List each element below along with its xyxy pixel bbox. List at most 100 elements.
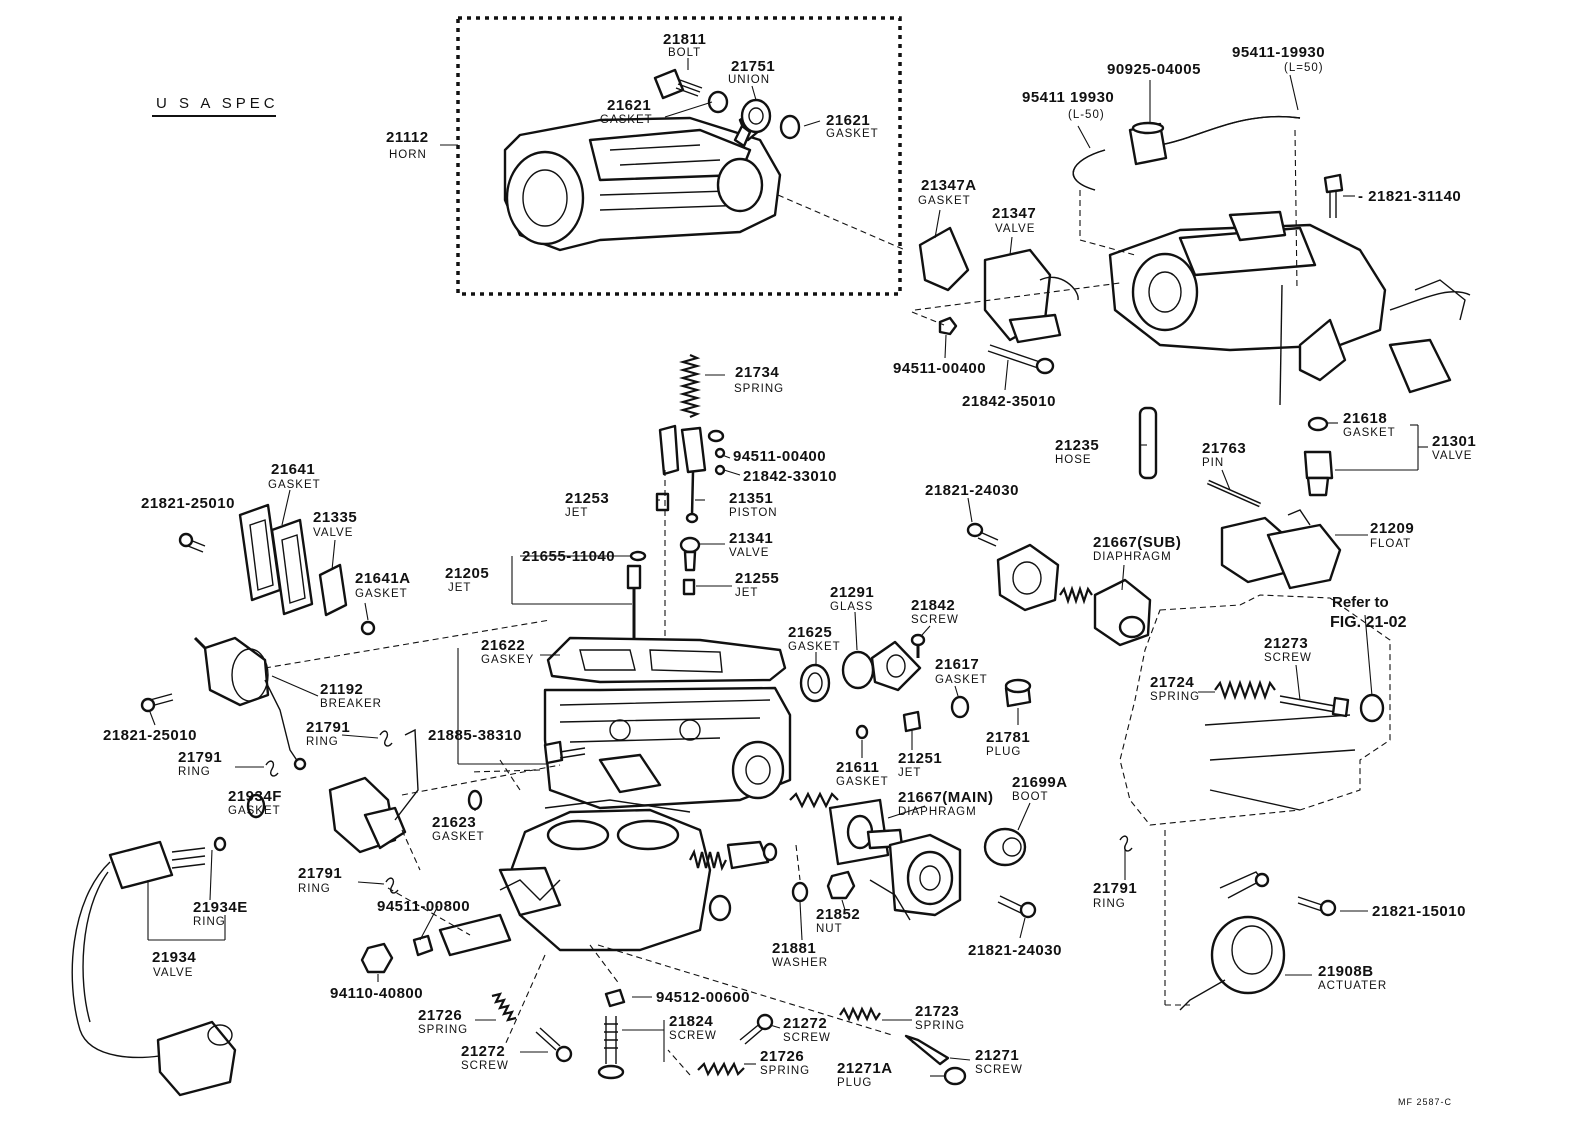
callout-94511-00800-number: 94511-00800 — [377, 898, 470, 915]
spring-idle-illustration — [689, 848, 727, 872]
callout-21255-name: JET — [735, 587, 758, 599]
callout-21621a-name: GASKET — [600, 114, 653, 126]
callout-21251-name: JET — [898, 767, 921, 779]
callout-21934-number: 21934 — [152, 949, 196, 966]
gasket-21641-b-illustration — [270, 518, 314, 616]
callout-21934e-number: 21934E — [193, 899, 248, 916]
callout-21821-25010-a-number: 21821-25010 — [141, 495, 235, 512]
callout-21763-name: PIN — [1202, 457, 1224, 469]
hose-21235-illustration — [1138, 406, 1158, 480]
callout-21781-number: 21781 — [986, 729, 1030, 746]
callout-21621a-number: 21621 — [607, 97, 651, 114]
callout-21253-number: 21253 — [565, 490, 609, 507]
callout-21821-31140-number: - 21821-31140 — [1358, 188, 1461, 205]
callout-21842-number: 21842 — [911, 597, 955, 614]
callout-21617-name: GASKET — [935, 674, 988, 686]
gasket-21618-illustration — [1307, 416, 1329, 432]
ring-21791-a-illustration — [379, 730, 393, 747]
callout-21934e-name: RING — [193, 916, 226, 928]
gasket-21347a-illustration — [918, 226, 970, 292]
solenoid-valve-21934-illustration — [71, 836, 237, 1097]
callout-21272a-number: 21272 — [461, 1043, 505, 1060]
actuator-21908b-illustration — [1179, 871, 1286, 1011]
fuel-filter-90925-illustration — [1128, 121, 1168, 166]
callout-94512-00600-number: 94512-00600 — [656, 989, 750, 1006]
callout-21621b-number: 21621 — [826, 112, 870, 129]
callout-21781-name: PLUG — [986, 746, 1021, 758]
screw-21272-a-illustration — [535, 1027, 573, 1063]
carburetor-assembly-illustration — [503, 108, 782, 252]
piston-21351-illustration — [680, 426, 707, 524]
float-21209-illustration — [1220, 509, 1342, 590]
callout-21791b-name: RING — [178, 766, 211, 778]
callout-21251-number: 21251 — [898, 750, 942, 767]
spring-21726-a-illustration — [491, 992, 517, 1022]
callout-21301-number: 21301 — [1432, 433, 1476, 450]
callout-21842-33010-number: 21842-33010 — [743, 468, 837, 485]
bolt-21821-31140-illustration — [1323, 173, 1344, 218]
callout-21667-main-name: DIAPHRAGM — [898, 806, 977, 818]
callout-21726a-number: 21726 — [418, 1007, 462, 1024]
gasket-21625-illustration — [799, 663, 831, 703]
diaphragm-21667-sub-illustration — [1093, 578, 1152, 647]
callout-21655-11040-number: 21655-11040 — [522, 548, 615, 565]
jet-21251-illustration — [902, 710, 922, 733]
callout-21271a-number: 21271A — [837, 1060, 893, 1077]
callout-21611-name: GASKET — [836, 776, 889, 788]
throttle-body-illustration — [438, 799, 732, 957]
callout-21791a-name: RING — [306, 736, 339, 748]
screw-21821-15010-illustration — [1297, 896, 1337, 917]
callout-21881-number: 21881 — [772, 940, 816, 957]
reference-line2: FIG. 21-02 — [1330, 614, 1407, 631]
callout-21301-name: VALVE — [1432, 450, 1472, 462]
callout-21291-name: GLASS — [830, 601, 873, 613]
callout-21667-sub-name: DIAPHRAGM — [1093, 551, 1172, 563]
screw-21842-illustration — [910, 633, 926, 658]
callout-21255-number: 21255 — [735, 570, 779, 587]
jet-21253-illustration — [655, 492, 670, 512]
callout-21791d-number: 21791 — [1093, 880, 1137, 897]
callout-95411b-name: (L-50) — [1068, 109, 1105, 121]
diaphragm-21667-main-illustration — [828, 798, 962, 921]
callout-95411a-name: (L=50) — [1284, 62, 1324, 74]
callout-21272b-number: 21272 — [783, 1015, 827, 1032]
nut-fig-21-02-illustration — [1359, 693, 1385, 723]
callout-21235-name: HOSE — [1055, 454, 1092, 466]
callout-95411b-number: 95411 19930 — [1022, 89, 1114, 106]
callout-21611-number: 21611 — [836, 759, 879, 776]
carburetor-body-outline — [1119, 594, 1391, 826]
callout-21824-number: 21824 — [669, 1013, 713, 1030]
spring-21724-illustration — [1214, 679, 1276, 701]
callout-21341-name: VALVE — [729, 547, 769, 559]
gasket-21617-illustration — [950, 695, 970, 719]
callout-21112-name: HORN — [389, 149, 427, 161]
reference-line1: Refer to — [1332, 594, 1389, 611]
glass-21291-illustration — [841, 650, 875, 690]
callout-21335-name: VALVE — [313, 527, 353, 539]
callout-21667-sub-number: 21667(SUB) — [1093, 534, 1181, 551]
callout-21273-number: 21273 — [1264, 635, 1308, 652]
callout-21734-name: SPRING — [734, 383, 784, 395]
callout-21623-name: GASKET — [432, 831, 485, 843]
callout-21934f-name: GASKET — [228, 805, 281, 817]
callout-21734-number: 21734 — [735, 364, 779, 381]
callout-21205-number: 21205 — [445, 565, 489, 582]
callout-21852-number: 21852 — [816, 906, 860, 923]
callout-94110-40800-number: 94110-40800 — [330, 985, 423, 1002]
jet-21255-illustration — [682, 578, 696, 596]
callout-21618-name: GASKET — [1343, 427, 1396, 439]
screw-21885-38310-illustration — [543, 740, 586, 765]
glass-retainer-illustration — [870, 640, 922, 692]
plug-21781-illustration — [1004, 678, 1032, 708]
leader-lines — [147, 58, 1428, 1077]
plug-21271a-illustration — [943, 1066, 967, 1086]
callout-94511-00400-b-number: 94511-00400 — [733, 448, 826, 465]
callout-21908b-number: 21908B — [1318, 963, 1374, 980]
gasket-21621-left-illustration — [707, 90, 729, 114]
spring-21734-illustration — [678, 353, 702, 419]
callout-21699a-name: BOOT — [1012, 791, 1049, 803]
callout-21791a-number: 21791 — [306, 719, 350, 736]
callout-21209-number: 21209 — [1370, 520, 1414, 537]
callout-21934-name: VALVE — [153, 967, 193, 979]
callout-21763-number: 21763 — [1202, 440, 1246, 457]
